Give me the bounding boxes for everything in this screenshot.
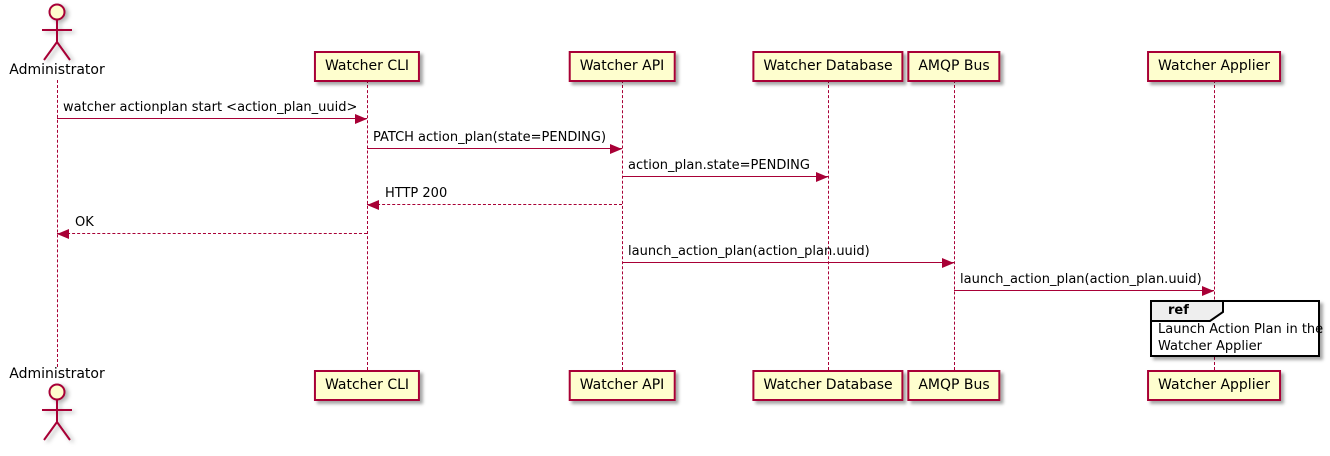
message-line-1 <box>57 118 367 119</box>
lifeline-watcher-cli <box>367 80 368 370</box>
lifeline-administrator <box>57 80 58 367</box>
lifeline-watcher-database <box>828 80 829 370</box>
actor-label-top: Administrator <box>9 62 105 78</box>
participant-bottom-amqp-bus: AMQP Bus <box>907 370 1001 401</box>
message-label-6: launch_action_plan(action_plan.uuid) <box>628 244 870 259</box>
message-label-7: launch_action_plan(action_plan.uuid) <box>960 272 1202 287</box>
lifeline-amqp-bus <box>954 80 955 370</box>
participant-top-watcher-database: Watcher Database <box>752 51 904 82</box>
message-label-4: HTTP 200 <box>385 186 448 201</box>
message-line-6 <box>622 262 954 263</box>
arrowhead-icon <box>355 114 367 124</box>
participant-top-watcher-cli: Watcher CLI <box>313 51 421 82</box>
message-line-7 <box>954 290 1214 291</box>
message-line-4 <box>367 204 622 205</box>
arrowhead-icon <box>367 200 379 210</box>
message-label-5: OK <box>75 215 94 230</box>
message-label-2: PATCH action_plan(state=PENDING) <box>373 130 607 145</box>
participant-top-watcher-api: Watcher API <box>568 51 676 82</box>
participant-bottom-watcher-applier: Watcher Applier <box>1147 370 1281 401</box>
message-line-3 <box>622 176 828 177</box>
arrowhead-icon <box>942 258 954 268</box>
participant-bottom-watcher-database: Watcher Database <box>752 370 904 401</box>
participant-top-amqp-bus: AMQP Bus <box>907 51 1001 82</box>
actor-icon <box>37 383 77 447</box>
ref-text-line: Launch Action Plan in the <box>1158 322 1324 337</box>
participant-bottom-watcher-api: Watcher API <box>568 370 676 401</box>
actor-icon <box>37 3 77 67</box>
participant-bottom-watcher-cli: Watcher CLI <box>313 370 421 401</box>
ref-text-line: Watcher Applier <box>1158 339 1262 354</box>
arrowhead-icon <box>1202 286 1214 296</box>
arrowhead-icon <box>610 144 622 154</box>
lifeline-watcher-api <box>622 80 623 370</box>
ref-keyword: ref <box>1168 303 1189 318</box>
lifeline-watcher-applier <box>1214 80 1215 370</box>
message-label-3: action_plan.state=PENDING <box>628 158 810 173</box>
actor-label-bottom: Administrator <box>9 366 105 382</box>
message-line-5 <box>57 233 367 234</box>
message-line-2 <box>367 148 622 149</box>
arrowhead-icon <box>57 229 69 239</box>
arrowhead-icon <box>816 172 828 182</box>
participant-top-watcher-applier: Watcher Applier <box>1147 51 1281 82</box>
ref-header-pentagon <box>1150 300 1224 322</box>
message-label-1: watcher actionplan start <action_plan_uu… <box>63 100 358 115</box>
